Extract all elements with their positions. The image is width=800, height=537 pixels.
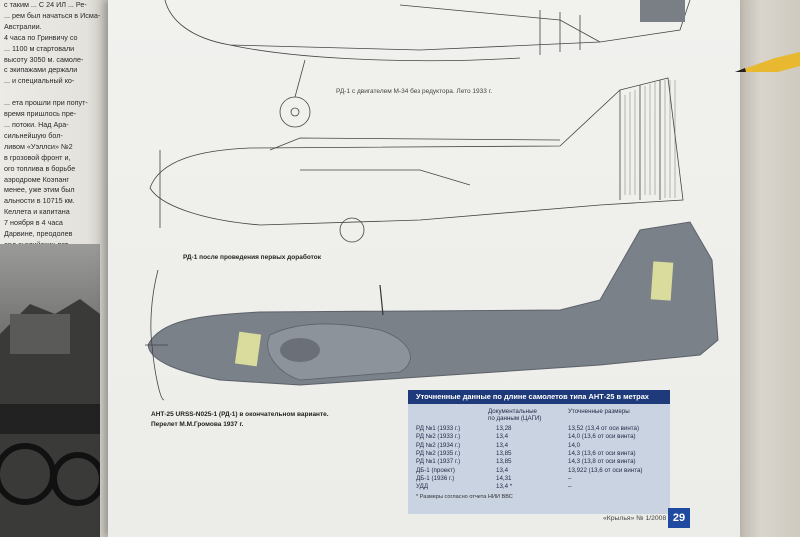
desk-paper-right [735, 0, 800, 537]
table-title: Уточненные данные по длине самолетов тип… [408, 390, 670, 404]
row-refined-value: 14,0 (13,6 от оси винта) [568, 433, 636, 441]
row-doc-value: 13,4 [496, 441, 509, 449]
rd1-first-mod-line-drawing [149, 77, 684, 243]
row-doc-value: 13,4 [496, 433, 509, 441]
rd1-m34-line-drawing [164, 0, 691, 128]
photo-content [0, 299, 100, 537]
left-page-text: с таким ... С 24 ИЛ ... Ре-... рем был н… [4, 0, 108, 251]
left-text-line: альности в 10715 км. [4, 196, 75, 206]
left-text-line: 7 ноября в 4 часа [4, 218, 63, 228]
left-text-line: ливом «Уэллси» №2 [4, 141, 73, 151]
caption-rd1-m34: РД-1 с двигателем М-34 без редуктора. Ле… [336, 88, 493, 95]
left-text-line: Дарвине, преодолев [4, 229, 73, 239]
row-refined-value: 14,3 (13,6 от оси винта) [568, 449, 636, 457]
row-refined-value: 13,922 (13,6 от оси винта) [568, 466, 643, 474]
row-name: РД №1 (1933 г.) [416, 425, 461, 432]
left-text-line: ... и специальный ко- [4, 76, 75, 86]
col-doc-header-2: по данным (ЦАГИ) [488, 415, 542, 422]
row-name: ДБ-1 (проект) [416, 466, 455, 474]
left-text-line: менее, уже этим был [4, 185, 75, 195]
propeller-drawing [145, 269, 168, 401]
row-doc-value: 13,4 [496, 466, 509, 474]
rd1-first-mod-tail-hatching [624, 80, 676, 198]
left-text-line: высоту 3050 м. самоле- [4, 54, 84, 64]
row-refined-value: – [568, 474, 572, 482]
caption-ant25-line1: АНТ-25 URSS-N025-1 (РД-1) в окончательно… [151, 411, 329, 418]
left-text-line: с экипажами держали [4, 65, 78, 75]
row-doc-value: 13,85 [496, 458, 512, 466]
left-text-line: Келлета и капитана [4, 207, 70, 217]
historic-photo [0, 244, 100, 537]
row-name: РД №2 (1935 г.) [416, 449, 461, 457]
row-doc-value: 13,28 [496, 425, 512, 432]
row-name: УДД [416, 483, 429, 491]
length-data-table: Уточненные данные по длине самолетов тип… [408, 390, 670, 514]
row-refined-value: 14,3 (13,8 от оси винта) [568, 458, 636, 466]
left-text-line: ... 1100 м стартовали [4, 43, 75, 53]
row-name: РД №2 (1933 г.) [416, 433, 461, 441]
row-name: РД №2 (1934 г.) [416, 441, 461, 449]
pencil [735, 52, 800, 72]
left-text-line: ... рем был начаться в Исма- [4, 10, 101, 20]
left-text-line: сильнейшую бол- [4, 130, 63, 140]
row-refined-value: – [568, 483, 572, 491]
magazine-footer: «Крылья» № 1/2008 [603, 515, 667, 522]
left-text-line: с таким ... С 24 ИЛ ... Ре- [4, 0, 87, 9]
left-text-line: ого топлива в борьбе [4, 163, 76, 173]
left-text-line: в грозовой фронт и, [4, 152, 71, 162]
row-refined-value: 13,52 (13,4 от оси винта) [568, 425, 640, 432]
table-footnote: * Размеры согласно отчета НИИ ВВС [416, 494, 513, 500]
row-doc-value: 14,31 [496, 474, 512, 482]
col-refined-header: Уточненные размеры [568, 408, 630, 415]
row-refined-value: 14,0 [568, 441, 581, 449]
caption-rd1-first-mod: РД-1 после проведения первых доработок [183, 254, 321, 261]
col-doc-header-1: Документальные [488, 408, 537, 415]
row-doc-value: 13,4 * [496, 483, 513, 491]
ant25-grey-model [147, 221, 719, 386]
left-text-line: Австралии. [4, 21, 42, 31]
page-number: 29 [668, 508, 690, 528]
row-name: ДБ-1 (1936 г.) [416, 474, 455, 482]
row-doc-value: 13,85 [496, 449, 512, 457]
left-text-line: аэродроме Коэпанг [4, 174, 69, 184]
left-text-line: 4 часа по Гринвичу со [4, 32, 78, 42]
rd1-m34-tail-grey [640, 0, 685, 22]
row-name: РД №1 (1937 г.) [416, 458, 461, 466]
left-text-line: время пришлось пре- [4, 109, 77, 119]
left-text-line: ... потоки. Над Ара- [4, 119, 69, 129]
caption-ant25-line2: Перелет М.М.Громова 1937 г. [151, 421, 244, 428]
left-text-line: ... ета прошли при попут- [4, 98, 88, 108]
left-page: с таким ... С 24 ИЛ ... Ре-... рем был н… [0, 0, 108, 537]
